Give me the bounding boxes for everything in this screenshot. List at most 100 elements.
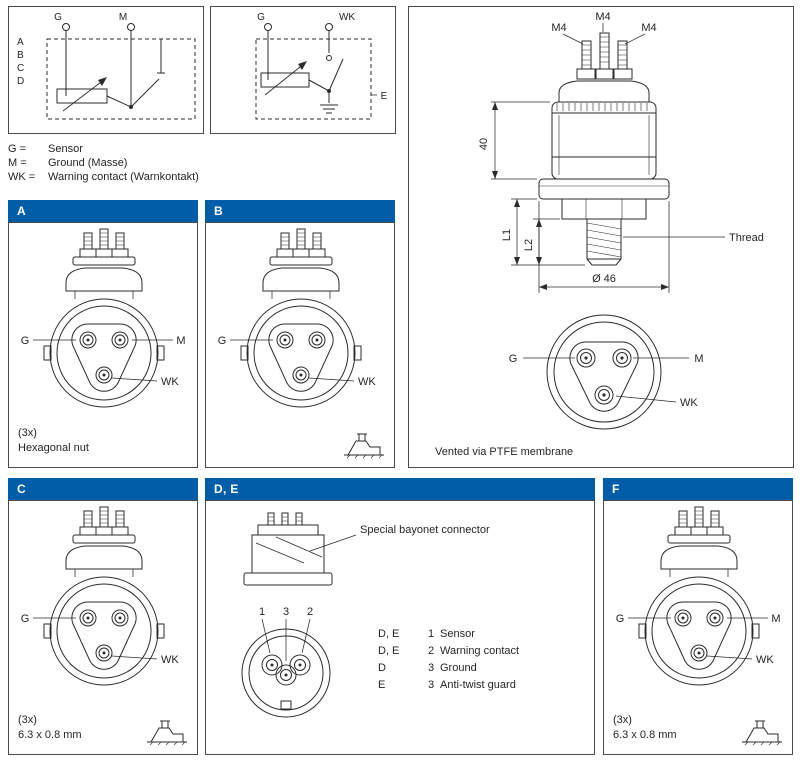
pin-wk-label: WK: [756, 654, 774, 666]
pin-wk-label: WK: [161, 376, 179, 388]
quantity-note: (3x): [18, 714, 37, 726]
panel-a: A: [8, 200, 198, 468]
bayonet-connector-drawing: Special bayonet connector 1 3 2 D, E 1 S…: [241, 512, 519, 718]
terminal-g-label: G: [257, 12, 265, 23]
connector-drawing-c: G WK: [21, 506, 180, 686]
legend-value-g: Sensor: [48, 143, 83, 155]
legend-key-m: M =: [8, 157, 27, 169]
legend-desc: Sensor: [440, 628, 475, 640]
pin-dots: [270, 663, 302, 677]
sensor-dimension-panel: M4 M4 M4 40 L1 L2 Thread Ø 46: [408, 6, 794, 468]
schematic-abcd-drawing: G M A B C D: [17, 12, 196, 120]
pin-g-label: G: [21, 335, 30, 347]
bayonet-labels: Special bayonet connector 1 3 2: [259, 524, 490, 618]
junction-dot: [327, 89, 331, 93]
variant-label-a: A: [17, 37, 24, 48]
panel-de-header: D, E: [205, 478, 595, 500]
pin-dots: [86, 338, 122, 377]
circuit-lines: [255, 23, 377, 120]
panel-f: F: [603, 478, 793, 755]
variant-label-c: C: [17, 63, 24, 74]
terminal-g-label: G: [54, 12, 62, 23]
wiper-arrowhead: [298, 61, 307, 70]
panel-b-body: G WK: [205, 222, 395, 468]
wiper-arrowhead: [98, 77, 107, 86]
legend-desc: Warning contact: [440, 645, 519, 657]
m4-label-right: M4: [641, 22, 656, 34]
sensor-drawing: M4 M4 M4 40 L1 L2 Thread Ø 46: [435, 11, 764, 458]
legend-row: M = Ground (Masse): [8, 156, 199, 170]
legend-value-m: Ground (Masse): [48, 157, 128, 169]
legend-models: D, E: [378, 645, 399, 657]
pin-g-label: G: [218, 335, 227, 347]
terminal-legend: G = Sensor M = Ground (Masse) WK = Warning …: [8, 142, 199, 184]
connector-drawing-a: G M WK: [21, 228, 186, 408]
thread-label: Thread: [729, 232, 764, 244]
vent-note: Vented via PTFE membrane: [435, 446, 573, 458]
schematic-box-abcd: G M A B C D: [8, 6, 204, 134]
connector-outline: [628, 506, 768, 686]
spade-terminal-icon: [344, 433, 384, 459]
junction-dot: [129, 105, 133, 109]
panel-c-body: G WK (3x) 6.3 x 0.8 mm: [8, 500, 198, 755]
terminal-type-note: Hexagonal nut: [18, 442, 89, 454]
panel-b-header: B: [205, 200, 395, 222]
bottom-view-labels: G M WK Vented via PTFE membrane: [435, 353, 704, 458]
terminal-type-note: 6.3 x 0.8 mm: [18, 729, 82, 741]
pin-g-label: G: [21, 613, 30, 625]
pin-wk-label: WK: [358, 376, 376, 388]
legend-row: WK = Warning contact (Warnkontakt): [8, 170, 199, 184]
pin-g-label: G: [509, 353, 518, 365]
pin-assignment-legend: D, E 1 Sensor D, E 2 Warning contact D 3…: [378, 628, 519, 691]
circuit-lines: [46, 23, 196, 120]
pin-g-label: G: [616, 613, 625, 625]
pin-wk-label: WK: [161, 654, 179, 666]
legend-models: D, E: [378, 628, 399, 640]
legend-desc: Ground: [440, 662, 477, 674]
variant-label-b: B: [17, 50, 24, 61]
pin-dots: [283, 338, 319, 377]
pin-wk-label: WK: [680, 397, 698, 409]
spade-terminal-icon: [742, 720, 782, 746]
panel-c-header: C: [8, 478, 198, 500]
terminal-m-label: M: [119, 12, 127, 23]
spade-terminal-icon: [147, 720, 187, 746]
legend-value-wk: Warning contact (Warnkontakt): [48, 171, 199, 183]
panel-c: C: [8, 478, 198, 755]
connector-outline: [33, 506, 165, 686]
panel-de-body: Special bayonet connector 1 3 2 D, E 1 S…: [205, 500, 595, 755]
variant-row-labels: A B C D: [17, 37, 24, 87]
variant-label-e: E: [381, 91, 388, 102]
bayonet-connector-label: Special bayonet connector: [360, 524, 490, 536]
bottom-view-pin-dots: [584, 356, 624, 397]
legend-pin: 1: [428, 628, 434, 640]
pin-labels: G M WK: [616, 613, 781, 666]
terminal-labels: G M: [54, 12, 127, 23]
panel-f-header: F: [603, 478, 793, 500]
legend-key-g: G =: [8, 143, 27, 155]
pin-m-label: M: [771, 613, 780, 625]
dim-l1-label: L1: [501, 229, 513, 241]
connector-outline: [230, 228, 362, 408]
connector-drawing-f: G M WK: [616, 506, 781, 686]
legend-desc: Anti-twist guard: [440, 679, 516, 691]
panel-f-body: G M WK (3x) 6.3 x 0.8 mm: [603, 500, 793, 755]
dimension-arrowheads: [492, 102, 669, 290]
legend-pin: 3: [428, 679, 434, 691]
pin-dots: [681, 616, 717, 655]
pin-number-1: 1: [259, 606, 265, 618]
pin-labels: G WK: [21, 613, 180, 666]
pin-m-label: M: [694, 353, 703, 365]
dimension-lines: [491, 23, 725, 293]
sensor-body-outline: [538, 32, 670, 266]
bottom-view: [523, 314, 689, 430]
legend-key-wk: WK =: [8, 171, 36, 183]
schematic-box-e: G WK E: [210, 6, 396, 134]
legend-pin: 2: [428, 645, 434, 657]
panel-b: B: [205, 200, 395, 468]
terminal-wk-label: WK: [339, 12, 355, 23]
pin-labels: G M WK: [21, 335, 186, 388]
pin-number-2: 2: [307, 606, 313, 618]
quantity-note: (3x): [18, 427, 37, 439]
